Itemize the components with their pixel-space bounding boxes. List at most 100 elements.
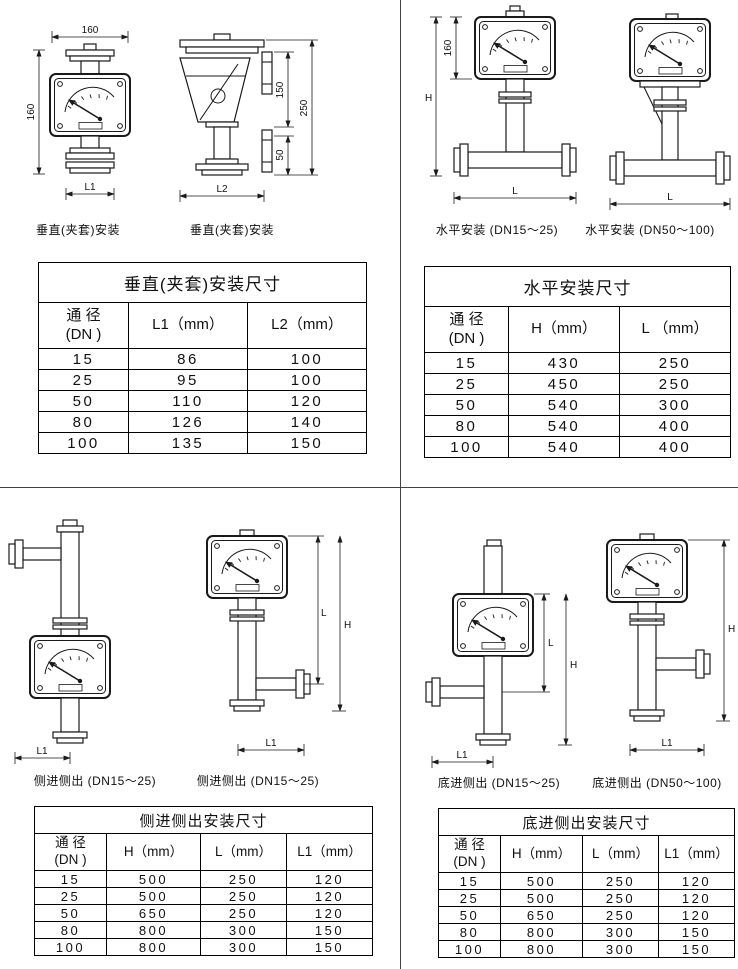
table-title: 水平安装尺寸 [423, 266, 732, 307]
table-cell: 120 [285, 887, 374, 905]
col-header-dn-line2: (DN ) [65, 325, 102, 343]
col-header-l1: L1（mm） [128, 302, 248, 349]
gauge-dial-icon [474, 16, 556, 80]
drawing-caption-bottom-1: 底进侧出 (DN15～25) [437, 776, 561, 790]
dim-label-l2: L2 [216, 184, 228, 195]
table-cell: 15 [438, 872, 501, 890]
col-header-l: L（mm） [582, 835, 659, 873]
col-header-h: H（mm） [508, 306, 620, 353]
table-cell: 80 [438, 923, 501, 941]
table-cell: 250 [200, 904, 287, 922]
dim-label-160: 160 [443, 39, 454, 56]
table-cell: 300 [582, 940, 659, 958]
table-title: 底进侧出安装尺寸 [437, 808, 736, 836]
table-cell: 150 [285, 921, 374, 939]
table-cell: 400 [618, 415, 732, 437]
table-cell: 650 [500, 906, 583, 924]
col-header-l: L （mm） [618, 306, 732, 353]
table-cell: 250 [582, 889, 659, 907]
dim-label-250: 250 [299, 99, 310, 116]
table-cell: 250 [200, 870, 287, 888]
table-cell: 120 [285, 904, 374, 922]
table-cell: 650 [106, 904, 201, 922]
dim-label-h: H [570, 660, 577, 671]
gauge-dial-icon [606, 539, 688, 603]
drawing-caption-vertical-1: 垂直(夹套)安装 [36, 223, 120, 237]
table-cell: 250 [618, 352, 732, 374]
table-cell: 120 [657, 889, 736, 907]
table-cell: 80 [38, 411, 129, 433]
table-cell: 80 [34, 921, 107, 939]
side-in-side-out-table: 侧进侧出安装尺寸 通 径 (DN ) H（mm） L（mm） L1（mm） 15… [33, 806, 374, 956]
table-cell: 540 [508, 415, 620, 437]
table-cell: 100 [246, 369, 368, 391]
table-cell: 540 [508, 394, 620, 416]
table-cell: 100 [34, 938, 107, 956]
table-cell: 50 [424, 394, 509, 416]
table-cell: 250 [618, 373, 732, 395]
table-cell: 150 [657, 923, 736, 941]
drawing-horizontal-small: H 160 L [425, 5, 577, 204]
col-header-l1: L1（mm） [285, 833, 374, 871]
col-header-dn: 通 径 (DN ) [38, 302, 129, 349]
drawing-caption-side-2: 侧进侧出 (DN15～25) [196, 774, 320, 788]
col-header-dn-line2: (DN ) [453, 854, 486, 869]
drawing-caption-horizontal-2: 水平安装 (DN50～100) [585, 223, 715, 237]
table-cell: 86 [128, 348, 248, 370]
col-header-h: H（mm） [106, 833, 201, 871]
table-cell: 120 [246, 390, 368, 412]
table-cell: 540 [508, 436, 620, 458]
dim-label-left-height: 160 [26, 103, 37, 120]
drawing-caption-vertical-2: 垂直(夹套)安装 [190, 223, 274, 237]
dim-label-h: H [344, 620, 351, 631]
table-cell: 126 [128, 411, 248, 433]
table-cell: 110 [128, 390, 248, 412]
dim-label-l: L [548, 638, 554, 649]
drawing-bottom-in-side-out-2: H L1 [606, 533, 735, 756]
table-cell: 500 [106, 887, 201, 905]
table-cell: 80 [424, 415, 509, 437]
table-cell: 120 [657, 906, 736, 924]
drawing-vertical-clamp-side: 150 50 250 L2 [179, 33, 318, 202]
col-header-dn-line1: 通 径 [66, 306, 101, 324]
col-header-dn-line2: (DN ) [448, 329, 485, 347]
dim-label-top-width: 160 [82, 25, 99, 36]
gauge-dial-icon [629, 18, 711, 82]
table-cell: 800 [106, 938, 201, 956]
table-cell: 250 [200, 887, 287, 905]
table-cell: 430 [508, 352, 620, 374]
dim-label-l1: L1 [36, 746, 48, 757]
table-cell: 25 [34, 887, 107, 905]
dim-label-h: H [728, 624, 735, 635]
table-cell: 15 [34, 870, 107, 888]
table-cell: 50 [438, 906, 501, 924]
col-header-l1: L1（mm） [657, 835, 736, 873]
dim-label-l: L [321, 608, 327, 619]
table-cell: 135 [128, 432, 248, 454]
table-cell: 100 [246, 348, 368, 370]
table-cell: 150 [657, 940, 736, 958]
dim-label-l1: L1 [661, 738, 673, 749]
col-header-dn-line1: 通 径 [449, 310, 484, 328]
gauge-dial-icon [206, 535, 288, 599]
drawing-caption-horizontal-1: 水平安装 (DN15～25) [435, 223, 559, 237]
drawing-horizontal-large: L [609, 13, 731, 210]
col-header-dn: 通 径 (DN ) [34, 833, 107, 871]
